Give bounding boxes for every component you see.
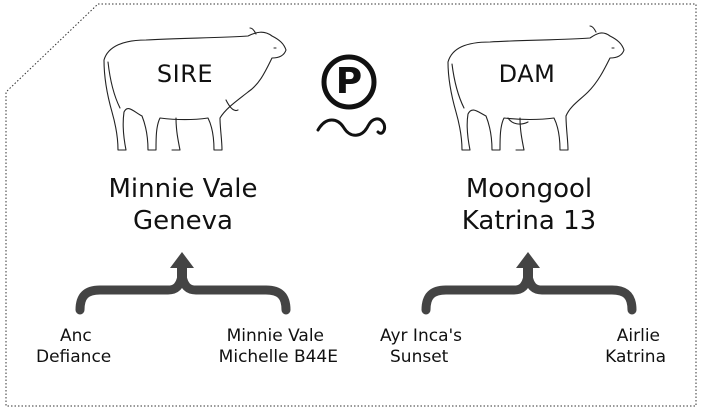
dam-name: Moongool Katrina 13 [436, 174, 622, 237]
sire-parent-1-line1: Anc [60, 326, 92, 346]
polled-logo-icon [316, 54, 386, 137]
sire-parent-2-line1: Minnie Vale [226, 326, 324, 346]
dam-name-line2: Katrina 13 [461, 205, 597, 236]
dotted-frame [5, 3, 697, 407]
dam-parent-2-line1: Airlie [616, 326, 660, 346]
dam-name-line1: Moongool [465, 174, 593, 204]
dam-parent-1-line2: Sunset [390, 346, 449, 367]
dam-parent-2: Airlie Katrina [586, 326, 666, 367]
dam-parent-1: Ayr Inca's Sunset [380, 326, 490, 367]
sire-name-line2: Geneva [133, 205, 233, 236]
sire-parent-1: Anc Defiance [36, 326, 132, 367]
sire-name-line1: Minnie Vale [108, 174, 258, 204]
dam-parent-1-line1: Ayr Inca's [380, 326, 463, 346]
sire-parent-2: Minnie Vale Michelle B44E [188, 326, 338, 367]
sire-name: Minnie Vale Geneva [90, 174, 276, 237]
sire-label: SIRE [156, 60, 214, 88]
sire-parent-1-line2: Defiance [36, 346, 112, 367]
sire-parent-2-line2: Michelle B44E [218, 346, 338, 367]
cow-silhouette-icon [447, 25, 625, 151]
dam-parent-2-line2: Katrina [605, 346, 666, 367]
bull-silhouette-icon [103, 27, 287, 151]
dam-label: DAM [498, 60, 556, 88]
sire-brace-arrow [75, 252, 291, 315]
polled-logo-letter: P [335, 61, 363, 102]
dam-brace-arrow [421, 252, 637, 315]
